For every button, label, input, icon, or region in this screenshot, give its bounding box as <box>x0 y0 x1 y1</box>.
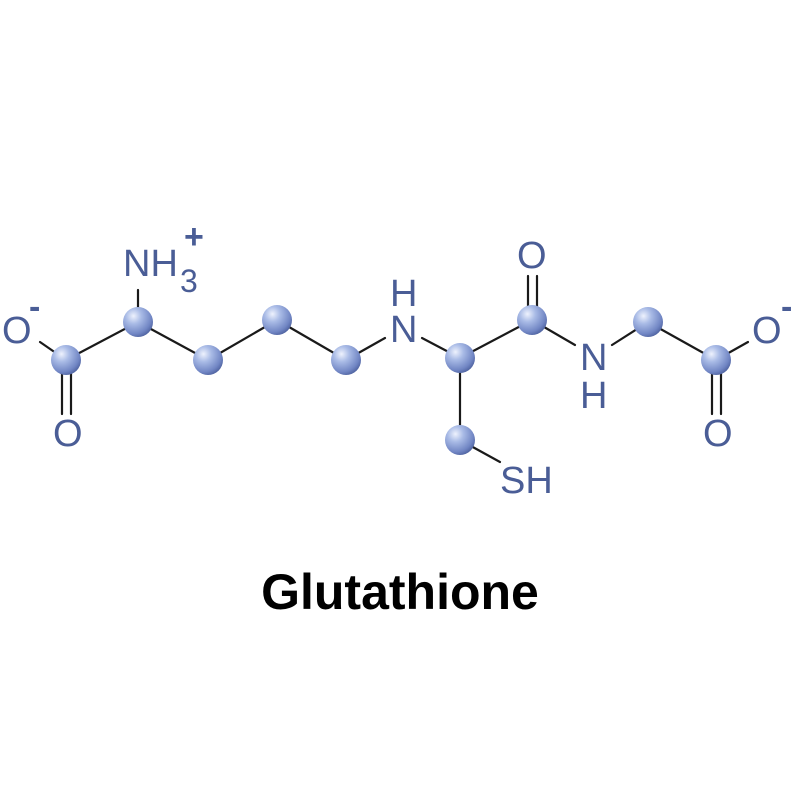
carbon-atom <box>51 345 81 375</box>
oxygen-minus-right: O <box>752 310 782 352</box>
atom-labels: O - O NH 3 + H N O N H SH O - O <box>2 218 792 502</box>
carbon-atom <box>262 305 292 335</box>
amide2-n: N <box>580 337 607 379</box>
amide1-n: N <box>390 309 417 351</box>
carbonyl-oxygen-top: O <box>517 235 547 277</box>
atom-spheres <box>51 305 731 455</box>
carbon-atom <box>331 345 361 375</box>
carbon-atom <box>633 307 663 337</box>
charge-minus-left: - <box>29 288 40 326</box>
ammonium-subscript: 3 <box>180 263 198 299</box>
charge-minus-right: - <box>781 288 792 326</box>
oxygen-minus-left: O <box>2 310 32 352</box>
carbon-atom <box>193 345 223 375</box>
carbon-atom <box>445 343 475 373</box>
amide1-h: H <box>390 273 417 315</box>
carbon-atom <box>701 345 731 375</box>
carbon-atom <box>123 307 153 337</box>
oxygen-left-bottom: O <box>53 413 83 455</box>
carbon-atom <box>445 425 475 455</box>
carbon-atom <box>517 305 547 335</box>
thiol-sh: SH <box>500 460 553 502</box>
amide2-h: H <box>580 375 607 417</box>
oxygen-right-bottom: O <box>703 413 733 455</box>
molecule-title: Glutathione <box>261 564 539 620</box>
ammonium-nh: NH <box>123 243 178 285</box>
ammonium-charge: + <box>184 218 204 256</box>
